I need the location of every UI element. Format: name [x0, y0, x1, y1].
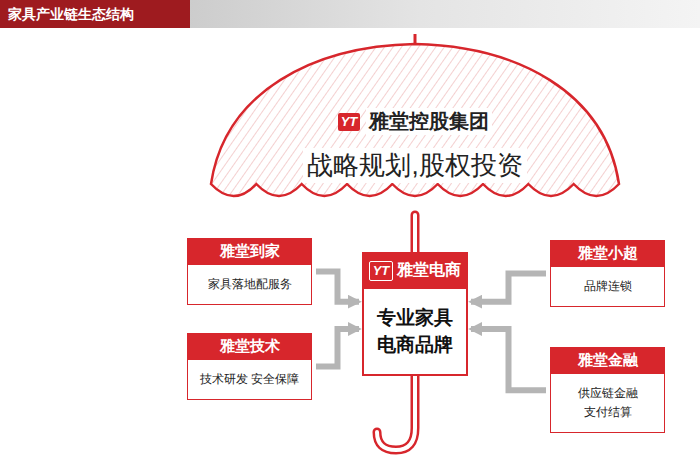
- page-title: 家具产业链生态结构: [0, 0, 190, 28]
- flow-arrow: [471, 274, 546, 302]
- canopy-heading-row: YT 雅堂控股集团: [205, 108, 625, 135]
- canopy-slogan: 战略规划,股权投资: [303, 148, 526, 183]
- box-title: 雅堂小超: [550, 240, 665, 267]
- box-title: 雅堂电商: [397, 260, 461, 281]
- box-description: 技术研发 安全保障: [187, 360, 312, 400]
- flow-arrow: [471, 329, 546, 390]
- service-box: 雅堂到家家具落地配服务: [187, 238, 312, 305]
- box-description: 专业家具 电商品牌: [370, 305, 460, 358]
- flow-arrow: [316, 272, 359, 302]
- umbrella-canopy-shape: [211, 44, 619, 196]
- service-box: 雅堂金融供应链金融 支付结算: [550, 347, 665, 433]
- brand-logo: YT: [338, 113, 361, 131]
- box-title: 雅堂金融: [550, 347, 665, 374]
- center-box: YT雅堂电商专业家具 电商品牌: [362, 252, 468, 376]
- title-bar: 家具产业链生态结构: [0, 0, 700, 28]
- flow-arrow: [316, 329, 359, 367]
- box-description: 供应链金融 支付结算: [550, 374, 665, 433]
- umbrella-canopy: YT 雅堂控股集团战略规划,股权投资: [205, 34, 625, 224]
- box-title: 雅堂到家: [187, 238, 312, 265]
- group-name: 雅堂控股集团: [366, 108, 492, 135]
- box-body: 专业家具 电商品牌: [362, 289, 468, 376]
- box-header: YT雅堂电商: [362, 252, 468, 289]
- canopy-body-row: 战略规划,股权投资: [205, 148, 625, 183]
- box-description: 品牌连锁: [550, 267, 665, 307]
- box-description: 家具落地配服务: [187, 265, 312, 305]
- service-box: 雅堂技术技术研发 安全保障: [187, 333, 312, 400]
- box-title: 雅堂技术: [187, 333, 312, 360]
- brand-logo: YT: [369, 261, 394, 281]
- service-box: 雅堂小超品牌连锁: [550, 240, 665, 307]
